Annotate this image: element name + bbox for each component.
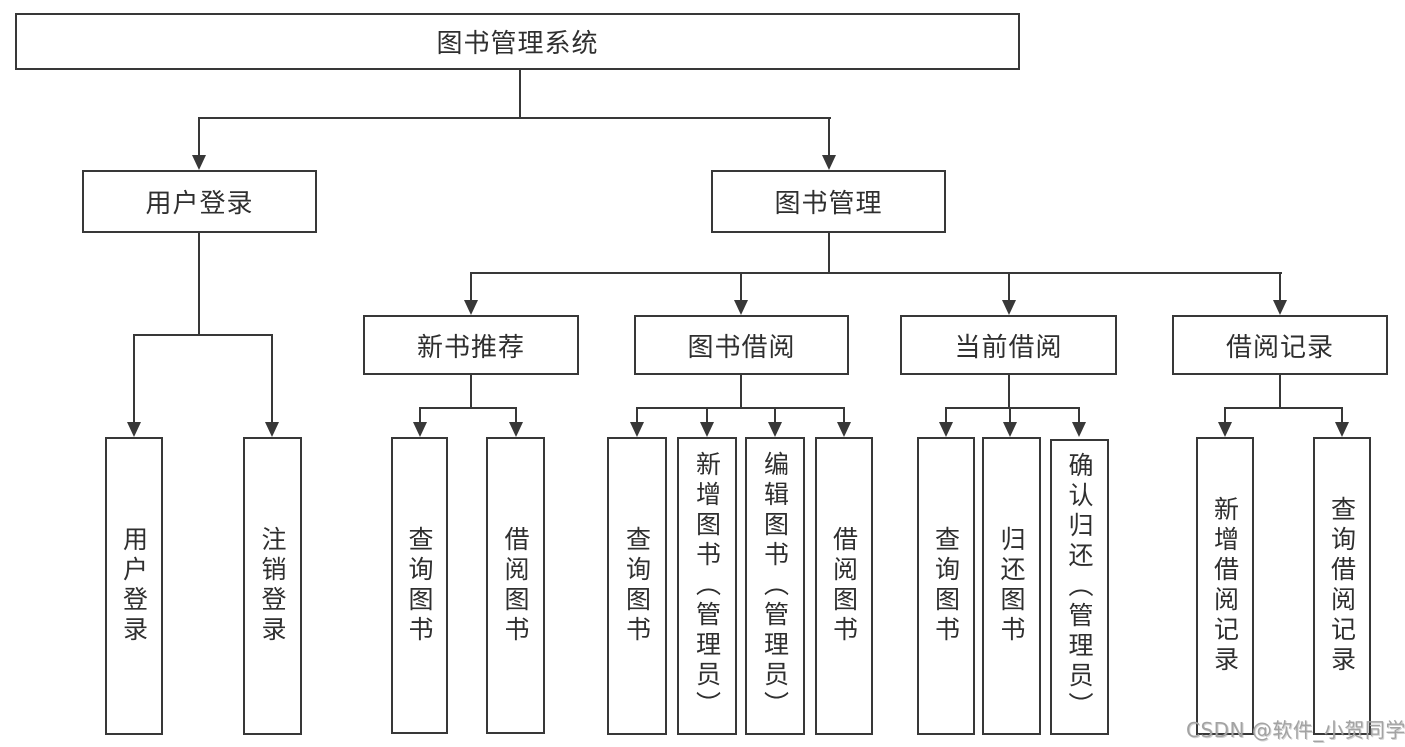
connector-to-nbr-query — [419, 407, 421, 424]
connector-bb-vertical — [740, 375, 742, 409]
connector-to-borrowrecords — [1279, 272, 1281, 303]
connector-cb-horizontal — [945, 407, 1080, 409]
arrowhead-borrowrecords — [1273, 300, 1287, 315]
arrowhead-user-login — [192, 155, 206, 170]
node-label: 图书管理系统 — [436, 29, 599, 59]
node-nbr-query-books: 查询图书 — [391, 437, 448, 734]
arrowhead-cb-confirm — [1072, 422, 1086, 437]
arrowhead-cb-query — [939, 422, 953, 437]
node-book-management: 图书管理 — [711, 170, 946, 233]
arrowhead-cb-return — [1003, 422, 1017, 437]
connector-to-nbr-borrow — [515, 407, 517, 424]
node-bb-query-books: 查询图书 — [607, 437, 667, 735]
connector-to-user-login — [198, 117, 200, 158]
node-cb-return-books: 归还图书 — [982, 437, 1041, 735]
node-user-login-action: 用户登录 — [105, 437, 163, 735]
arrowhead-bb-edit — [768, 422, 782, 437]
node-bb-edit-books-admin: 编辑图书（管理员） — [745, 437, 805, 735]
arrowhead-book-mgmt — [822, 155, 836, 170]
node-label: 新书推荐 — [416, 332, 525, 363]
node-label: 用户登录 — [119, 526, 149, 646]
connector-to-cb-confirm — [1078, 407, 1080, 424]
node-user-login: 用户登录 — [82, 170, 317, 233]
connector-cb-vertical — [1008, 375, 1010, 409]
connector-to-bb-query — [636, 407, 638, 424]
node-cb-confirm-return-admin: 确认归还（管理员） — [1050, 439, 1109, 735]
node-new-book-recommendation: 新书推荐 — [363, 315, 579, 375]
node-label: 查询图书 — [931, 526, 961, 646]
node-br-query-record: 查询借阅记录 — [1313, 437, 1371, 735]
node-current-borrowing: 当前借阅 — [900, 315, 1117, 375]
node-label: 编辑图书（管理员） — [760, 451, 790, 721]
connector-to-br-query — [1341, 407, 1343, 424]
arrowhead-nbr-borrow — [509, 422, 523, 437]
connector-to-bb-edit — [774, 407, 776, 424]
node-borrowing-records: 借阅记录 — [1172, 315, 1388, 375]
node-label: 确认归还（管理员） — [1065, 452, 1094, 722]
arrowhead-currentborrow — [1002, 300, 1016, 315]
node-library-management-system: 图书管理系统 — [15, 13, 1020, 70]
connector-to-book-mgmt — [828, 117, 830, 158]
arrowhead-ul-logout — [265, 422, 279, 437]
connector-userlogin-vertical — [198, 233, 200, 336]
connector-bookmgmt-vertical — [828, 233, 830, 274]
csdn-watermark: CSDN @软件_小贺同学 — [1186, 718, 1405, 742]
node-book-borrowing: 图书借阅 — [634, 315, 849, 375]
connector-br-horizontal — [1224, 407, 1343, 409]
connector-to-bookborrow — [740, 272, 742, 303]
connector-root-vertical — [519, 69, 521, 118]
connector-nbr-vertical — [470, 375, 472, 409]
node-cb-query-books: 查询图书 — [917, 437, 975, 735]
node-label: 图书管理 — [774, 189, 883, 219]
connector-to-bb-borrow — [843, 407, 845, 424]
connector-userlogin-horizontal — [133, 334, 273, 336]
node-bb-borrow-books: 借阅图书 — [815, 437, 873, 735]
node-label: 新增借阅记录 — [1210, 496, 1240, 676]
arrowhead-bookborrow — [734, 300, 748, 315]
node-label: 查询借阅记录 — [1327, 496, 1357, 676]
node-br-add-record: 新增借阅记录 — [1196, 437, 1254, 735]
node-label: 当前借阅 — [954, 332, 1063, 363]
connector-to-cb-query — [945, 407, 947, 424]
node-user-logout: 注销登录 — [243, 437, 302, 735]
connector-to-br-add — [1224, 407, 1226, 424]
connector-to-ul-login — [133, 334, 135, 424]
node-label: 注销登录 — [258, 526, 287, 646]
node-label: 图书借阅 — [687, 332, 796, 363]
arrowhead-br-query — [1335, 422, 1349, 437]
node-bb-add-books-admin: 新增图书（管理员） — [677, 437, 737, 735]
node-label: 借阅记录 — [1225, 332, 1334, 363]
connector-to-ul-logout — [271, 334, 273, 424]
connector-to-newbookrec — [470, 272, 472, 303]
node-label: 查询图书 — [622, 526, 652, 646]
connector-to-cb-return — [1009, 407, 1011, 424]
node-label: 归还图书 — [997, 526, 1026, 646]
node-label: 新增图书（管理员） — [692, 451, 722, 721]
connector-to-bb-add — [706, 407, 708, 424]
node-label: 用户登录 — [145, 189, 254, 219]
connector-bb-horizontal — [636, 407, 845, 409]
node-nbr-borrow-books: 借阅图书 — [486, 437, 545, 734]
connector-root-horizontal — [198, 117, 831, 119]
arrowhead-ul-login — [127, 422, 141, 437]
node-label: 借阅图书 — [501, 525, 530, 646]
arrowhead-bb-borrow — [837, 422, 851, 437]
node-label: 查询图书 — [405, 525, 434, 646]
arrowhead-bb-query — [630, 422, 644, 437]
connector-br-vertical — [1279, 375, 1281, 409]
arrowhead-nbr-query — [413, 422, 427, 437]
arrowhead-newbookrec — [464, 300, 478, 315]
node-label: 借阅图书 — [829, 526, 859, 646]
connector-nbr-horizontal — [419, 407, 517, 409]
arrowhead-br-add — [1218, 422, 1232, 437]
connector-to-currentborrow — [1008, 272, 1010, 303]
connector-bookmgmt-horizontal — [470, 272, 1282, 274]
arrowhead-bb-add — [700, 422, 714, 437]
